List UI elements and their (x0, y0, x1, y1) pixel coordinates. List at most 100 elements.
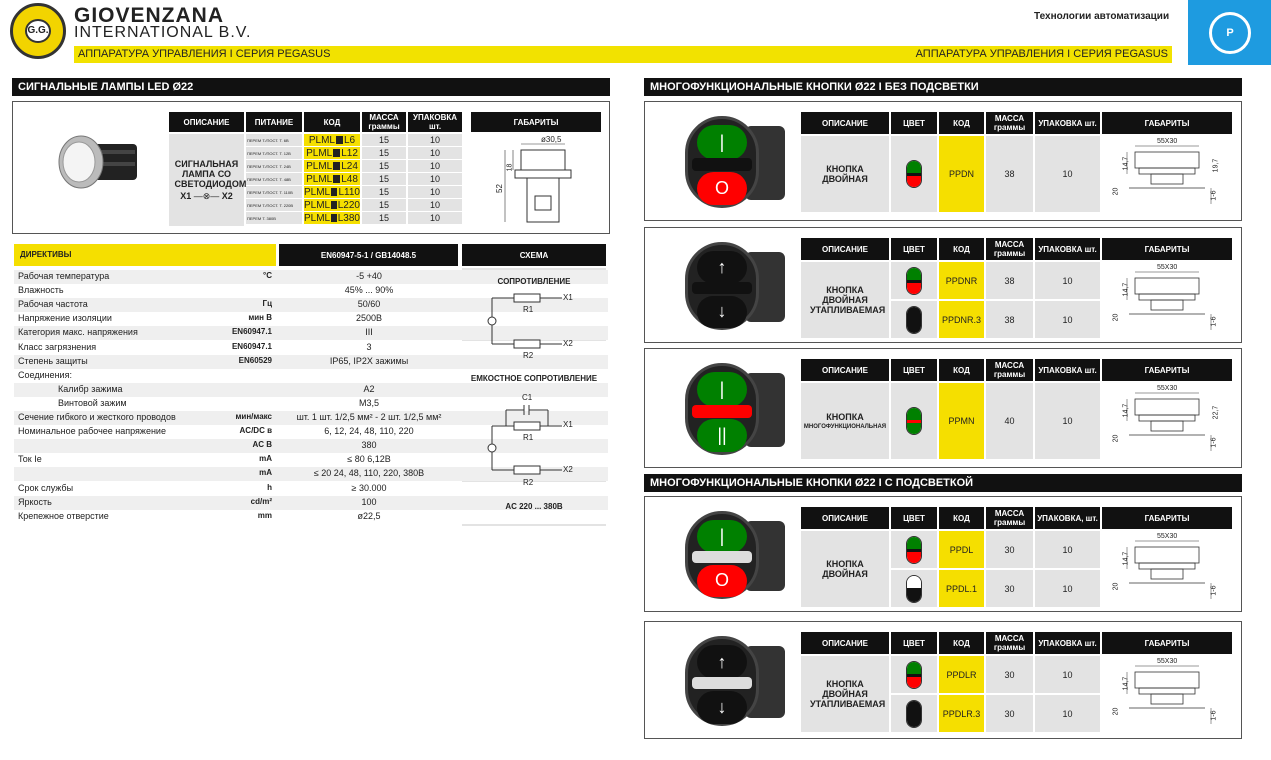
dim-h2: 20 (1112, 582, 1120, 591)
spec-row: mA≤ 20 24, 48, 110, 220, 380В (14, 467, 608, 482)
scheme-x1b: X1 (563, 420, 573, 429)
product-header: МАССА граммы (986, 359, 1033, 381)
spec-value: 50/60 (357, 299, 381, 310)
spec-value: III (365, 327, 373, 338)
product-color-cell (891, 695, 937, 732)
lamp-dim-h: 52 (494, 184, 504, 193)
lamps-h-power: ПИТАНИЕ (246, 112, 302, 132)
spec-value: ≤ 20 24, 48, 110, 220, 380В (313, 468, 425, 479)
spec-row: Винтовой зажим M3,5 (14, 396, 608, 411)
product-header: ГАБАРИТЫ (1102, 632, 1232, 654)
product-desc-text: КНОПКА ДВОЙНАЯ (822, 559, 868, 579)
lamp-mass: 15 (362, 147, 406, 159)
button-middle-part (692, 157, 752, 171)
lamp-pack: 10 (408, 134, 462, 146)
lamps-desc-text: СИГНАЛЬНАЯ ЛАМПА СО СВЕТОДИОДОМ (174, 158, 247, 189)
product-header: УПАКОВКА шт. (1035, 359, 1100, 381)
lamps-h-code: КОД (304, 112, 360, 132)
button-bottom-part: O (697, 565, 747, 597)
spec-value: 45% ... 90% (344, 285, 394, 296)
color-box-icon (331, 188, 338, 196)
product-dimension-drawing (1115, 385, 1225, 459)
color-box-icon (333, 162, 341, 170)
product-mass: 38 (986, 262, 1033, 299)
scheme-r2b: R2 (523, 478, 534, 487)
spec-unit: Гц (262, 299, 272, 309)
color-box-icon (331, 214, 337, 222)
button-color-icon (906, 266, 922, 295)
spec-unit: °C (263, 271, 272, 280)
lamp-power: ПЕРЕМ Т./ПОСТ. Т. 6В (246, 134, 302, 146)
spec-label: Номинальное рабочее напряжение (18, 426, 166, 437)
button-color-icon (906, 160, 922, 188)
product-header: ОПИСАНИЕ (801, 238, 889, 260)
lamp-mass: 15 (362, 199, 406, 211)
product-color-cell (891, 301, 937, 338)
product-code: PPDN (939, 136, 984, 212)
spec-label: Степень защиты (18, 355, 88, 366)
lamp-code-prefix: PLML (304, 212, 331, 224)
button-top-part: | (697, 125, 747, 160)
lamp-code-suffix: L48 (341, 173, 358, 185)
dim-h1: 14,7 (1122, 403, 1130, 418)
dim-h2: 20 (1112, 707, 1120, 716)
scheme-c1: C1 (522, 393, 533, 402)
specs-h1: ДИРЕКТИВЫ (14, 244, 276, 266)
button-color-icon (906, 305, 922, 334)
lamp-pack: 10 (408, 173, 462, 185)
scheme-x1: X1 (563, 293, 573, 302)
product-mass: 38 (986, 301, 1033, 338)
dim-h3: 1-6 (1210, 437, 1218, 448)
button-bottom-part: ↓ (697, 691, 747, 724)
spec-value: 3 (366, 341, 372, 352)
button-bottom-part: || (697, 419, 747, 453)
lamp-pack: 10 (408, 212, 462, 224)
button-middle-part (692, 404, 752, 418)
product-color-cell (891, 656, 937, 693)
product-dimension-drawing (1115, 264, 1225, 338)
lamps-title: СИГНАЛЬНЫЕ ЛАМПЫ LED Ø22 (12, 78, 610, 96)
product-header: МАССА граммы (986, 238, 1033, 260)
spec-label: Крепежное отверстие (18, 510, 109, 521)
product-header: ЦВЕТ (891, 359, 937, 381)
button-body: |O (685, 511, 759, 599)
scheme-title-2: ЕМКОСТНОЕ СОПРОТИВЛЕНИЕ (470, 374, 598, 383)
product-header: ГАБАРИТЫ (1102, 238, 1232, 260)
product-pack: 10 (1035, 383, 1100, 459)
product-header: МАССА граммы (986, 632, 1033, 654)
button-color-icon (906, 699, 922, 728)
spec-value: IP65, IP2X зажимы (329, 355, 409, 366)
spec-label: Винтовой зажим (58, 397, 127, 408)
spec-unit: cd/m² (250, 496, 272, 506)
product-color-cell (891, 531, 937, 568)
lamp-mass: 15 (362, 173, 406, 185)
button-top-part: ↑ (697, 251, 747, 285)
spec-value: ø22,5 (357, 510, 381, 521)
button-body: ↑↓ (685, 636, 759, 726)
button-photo: ||| (683, 359, 793, 459)
product-mass: 30 (986, 570, 1033, 607)
dim-h3: 1-6 (1210, 585, 1218, 596)
dim-h1: 14,7 (1122, 282, 1130, 297)
dim-h4: 19,7 (1212, 158, 1220, 173)
brand-name: GIOVENZANA (74, 4, 225, 27)
product-code: PPDL.1 (939, 570, 984, 607)
spec-unit: AC/DC в (239, 426, 272, 436)
product-mass: 30 (986, 695, 1033, 732)
lamp-pack: 10 (408, 186, 462, 198)
lamp-dimension-drawing (504, 143, 572, 223)
lamp-code-prefix: PLML (304, 199, 331, 211)
product-desc-sub: МНОГОФУНКЦИОНАЛЬНАЯ (803, 424, 887, 430)
dim-h1: 14,7 (1122, 676, 1130, 691)
lamp-power: ПЕРЕМ Т./ПОСТ. Т. 48В (246, 173, 302, 185)
spec-label: Сечение гибкого и жесткого проводов (18, 412, 176, 422)
spec-value: M3,5 (358, 397, 379, 408)
